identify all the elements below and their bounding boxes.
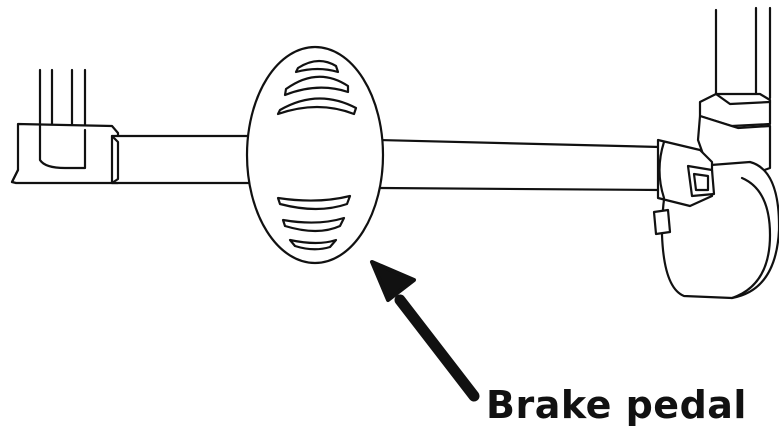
brake-pedal <box>245 45 385 265</box>
right-wheel-assembly <box>652 6 779 300</box>
axle-bar <box>110 134 662 192</box>
brake-pedal-label: Brake pedal <box>486 383 747 427</box>
left-wheel-assembly <box>10 68 120 185</box>
pointer-arrow <box>370 260 480 402</box>
